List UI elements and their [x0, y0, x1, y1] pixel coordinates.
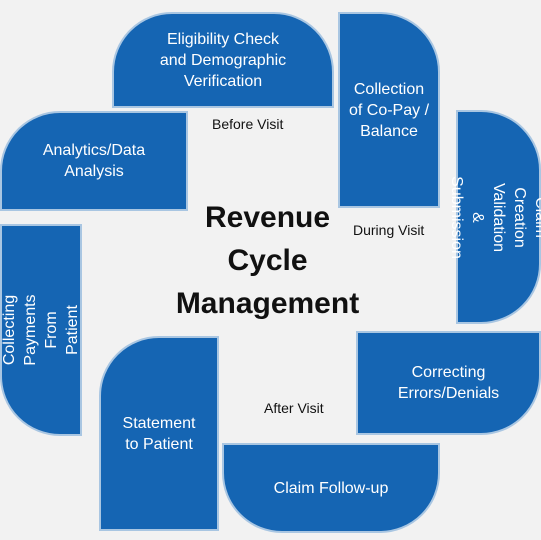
step-claim-creation-label: Claim Creation Validation & Submission	[448, 175, 541, 259]
step-eligibility-label: Eligibility Check and Demographic Verifi…	[159, 30, 287, 90]
step-correcting: Correcting Errors/Denials	[356, 331, 541, 435]
step-analytics-label: Analytics/Data Analysis	[42, 142, 146, 180]
step-collecting: Collecting Payments From Patient	[0, 224, 82, 436]
step-eligibility: Eligibility Check and Demographic Verifi…	[112, 12, 334, 108]
phase-during-visit: During Visit	[353, 222, 425, 238]
step-correcting-label: Correcting Errors/Denials	[397, 364, 500, 402]
phase-after-visit: After Visit	[264, 400, 324, 416]
step-analytics: Analytics/Data Analysis	[0, 111, 188, 211]
center-title: Revenue Cycle Management	[175, 201, 360, 320]
step-follow-up-label: Claim Follow-up	[273, 479, 389, 497]
step-copay-label: Collection of Co-Pay / Balance	[348, 80, 430, 140]
step-copay: Collection of Co-Pay / Balance	[338, 12, 440, 208]
step-statement: Statement to Patient	[99, 336, 219, 531]
phase-before-visit: Before Visit	[212, 116, 284, 132]
step-statement-label: Statement to Patient	[122, 414, 196, 453]
step-claim-creation: Claim Creation Validation & Submission	[448, 110, 541, 324]
step-collecting-label: Collecting Payments From Patient	[1, 294, 81, 366]
step-follow-up: Claim Follow-up	[222, 443, 440, 533]
